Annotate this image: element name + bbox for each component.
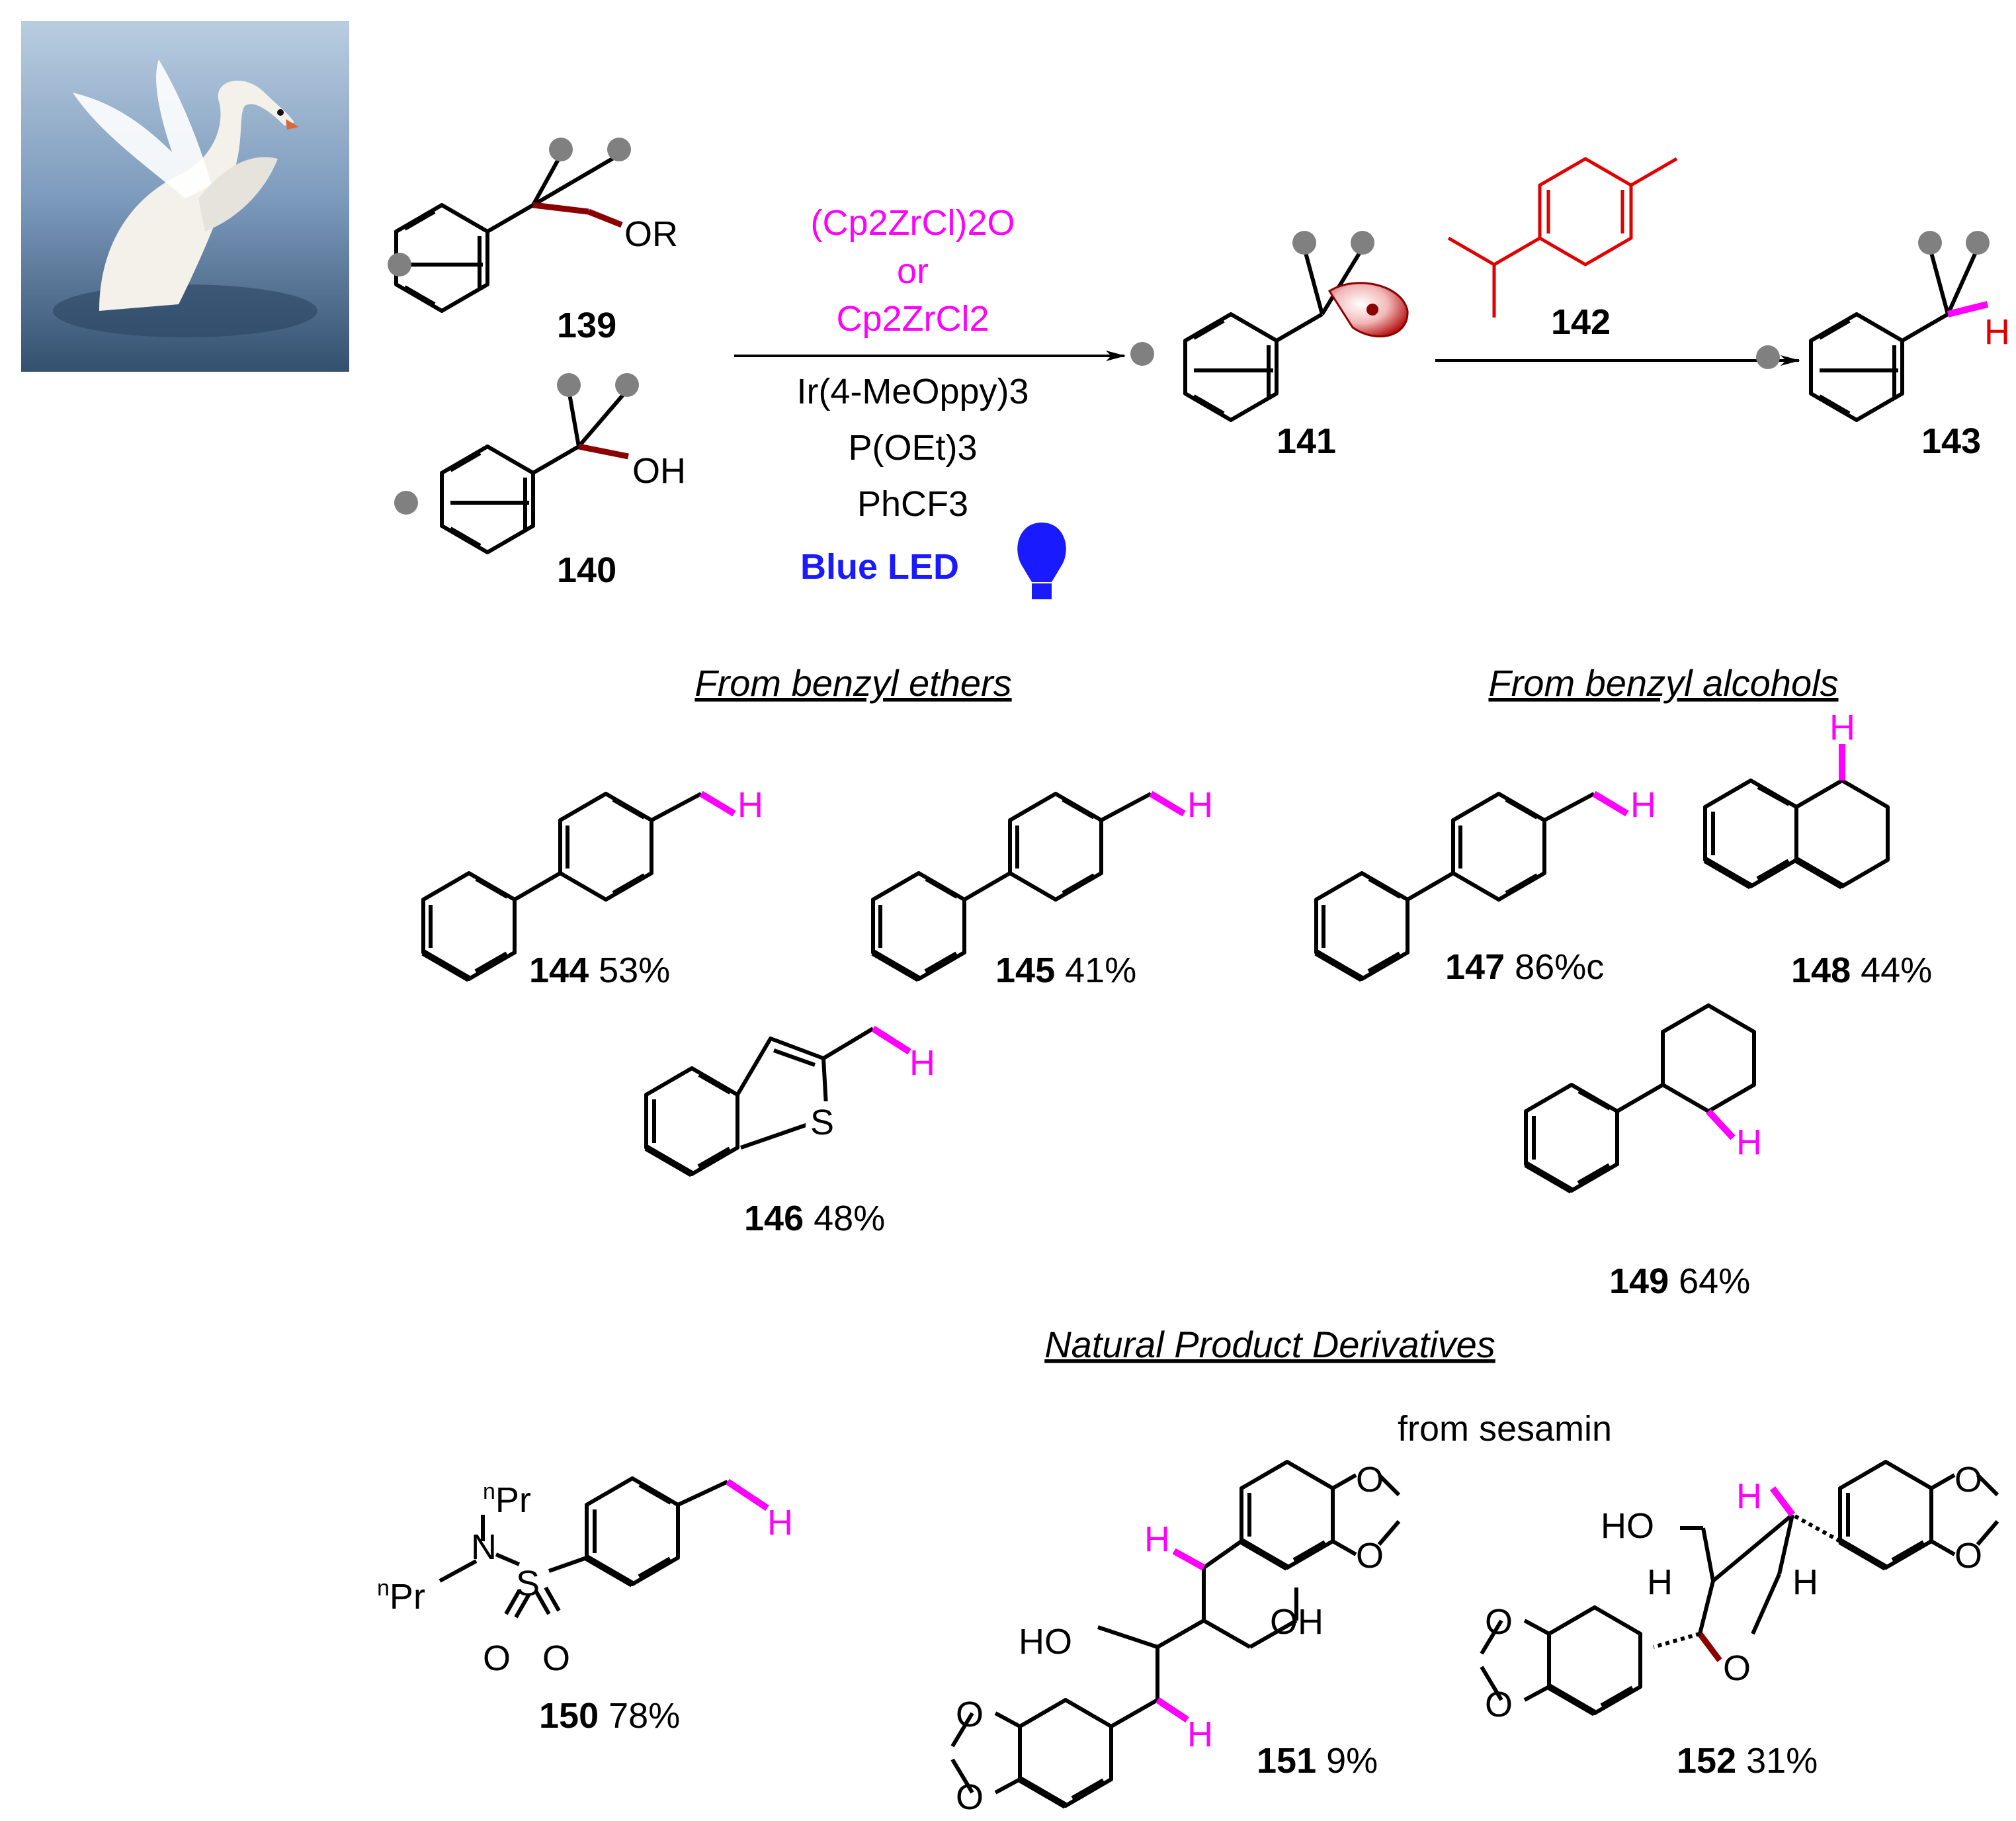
compound-148-structure [1703,744,1890,890]
compound-150-structure [439,1476,769,1619]
ring-oxygen-152: O [1723,1648,1751,1688]
h-atom-151a: H [1144,1519,1170,1559]
compound-152-structure [1480,1460,1999,1716]
h-atom-152a: H [1647,1562,1673,1602]
h-atom-150: H [767,1503,793,1543]
nitrogen-atom: N [471,1527,497,1567]
ho-group-152: HO [1601,1506,1654,1546]
oxygen-atom-1: O [483,1638,511,1678]
oxygen-atom-152a: O [1954,1460,1982,1500]
substituent-dots [1756,231,1990,369]
light-bulb-icon [1017,523,1066,599]
photocatalyst: Ir(4-MeOppy)3 [796,372,1029,411]
oxygen-atom-152d: O [1485,1685,1513,1724]
oxygen-atom-151c: O [956,1695,984,1734]
catalyst-a: (Cp2ZrCl)2O [810,203,1015,243]
compound-142-label: 142 [1551,302,1611,342]
radical-orbital [1327,282,1409,338]
label-149: 149 64% [1609,1261,1750,1301]
additive: P(OEt)3 [848,428,977,468]
h-atom-145: H [1187,785,1213,825]
h-atom-148: H [1829,708,1855,747]
compound-144-structure [421,790,736,982]
compound-145-structure [871,790,1186,982]
substituent-dots [1130,231,1374,366]
alcohol-substrate-140 [440,389,629,554]
compound-146-structure [644,1025,911,1177]
compound-140-label: 140 [557,550,616,590]
alcohol-oh-group: OH [632,451,686,491]
or-text: or [897,251,929,291]
compound-147-structure [1314,790,1629,982]
swan-photo [21,21,349,372]
oxygen-atom-151d: O [956,1777,984,1817]
h-atom-152b: H [1792,1562,1818,1602]
header-natural-products: Natural Product Derivatives [1044,1324,1495,1365]
h-atom-144: H [737,785,763,825]
label-148: 148 44% [1791,951,1932,990]
catalyst-b: Cp2ZrCl2 [836,299,989,339]
oxygen-atom-151b: O [1356,1536,1384,1576]
label-144: 144 53% [529,951,670,990]
header-benzyl-ethers: From benzyl ethers [694,662,1011,704]
solvent: PhCF3 [857,484,968,524]
oxygen-atom-151a: O [1356,1460,1384,1500]
header-benzyl-alcohols: From benzyl alcohols [1488,662,1838,704]
label-151: 151 9% [1257,1741,1378,1781]
npr-top: nPr [483,1479,531,1520]
label-147: 147 86%c [1445,947,1604,987]
oxygen-atom-152c: O [1485,1602,1513,1642]
ho-group-151: HO [1019,1622,1072,1662]
h-atom-149: H [1736,1122,1762,1162]
label-145: 145 41% [995,951,1136,990]
radical-intermediate-141 [1183,247,1365,422]
oh-group-151: OH [1270,1602,1323,1642]
oxygen-atom-152b: O [1954,1536,1982,1576]
substituent-dots [388,138,631,276]
label-152: 152 31% [1677,1741,1818,1781]
h-atom-147: H [1630,785,1656,825]
product-143 [1809,247,1989,422]
label-146: 146 48% [744,1199,885,1238]
h-atom-151b: H [1187,1715,1213,1754]
compound-143-label: 143 [1921,421,1981,461]
ether-substrate-139 [394,153,623,313]
sesamin-note: from sesamin [1398,1409,1612,1449]
light-source: Blue LED [800,547,959,587]
oxygen-atom-2: O [542,1638,570,1678]
sulfur-backdrop [806,1101,839,1138]
product-h-atom: H [1984,312,2010,352]
npr-left: nPr [377,1576,425,1617]
substituent-dots [394,373,639,515]
ether-or-group: OR [624,214,678,254]
compound-151-structure [950,1460,1401,1809]
compound-149-structure [1524,1003,1756,1194]
compound-141-label: 141 [1277,421,1336,461]
h-donor-142 [1447,157,1678,318]
compound-139-label: 139 [557,306,616,345]
h-atom-146: H [909,1043,935,1083]
sulfur-atom-150: S [516,1564,540,1603]
sulfur-atom: S [810,1103,834,1142]
h-atom-152c: H [1736,1476,1762,1516]
label-150: 150 78% [539,1696,680,1736]
